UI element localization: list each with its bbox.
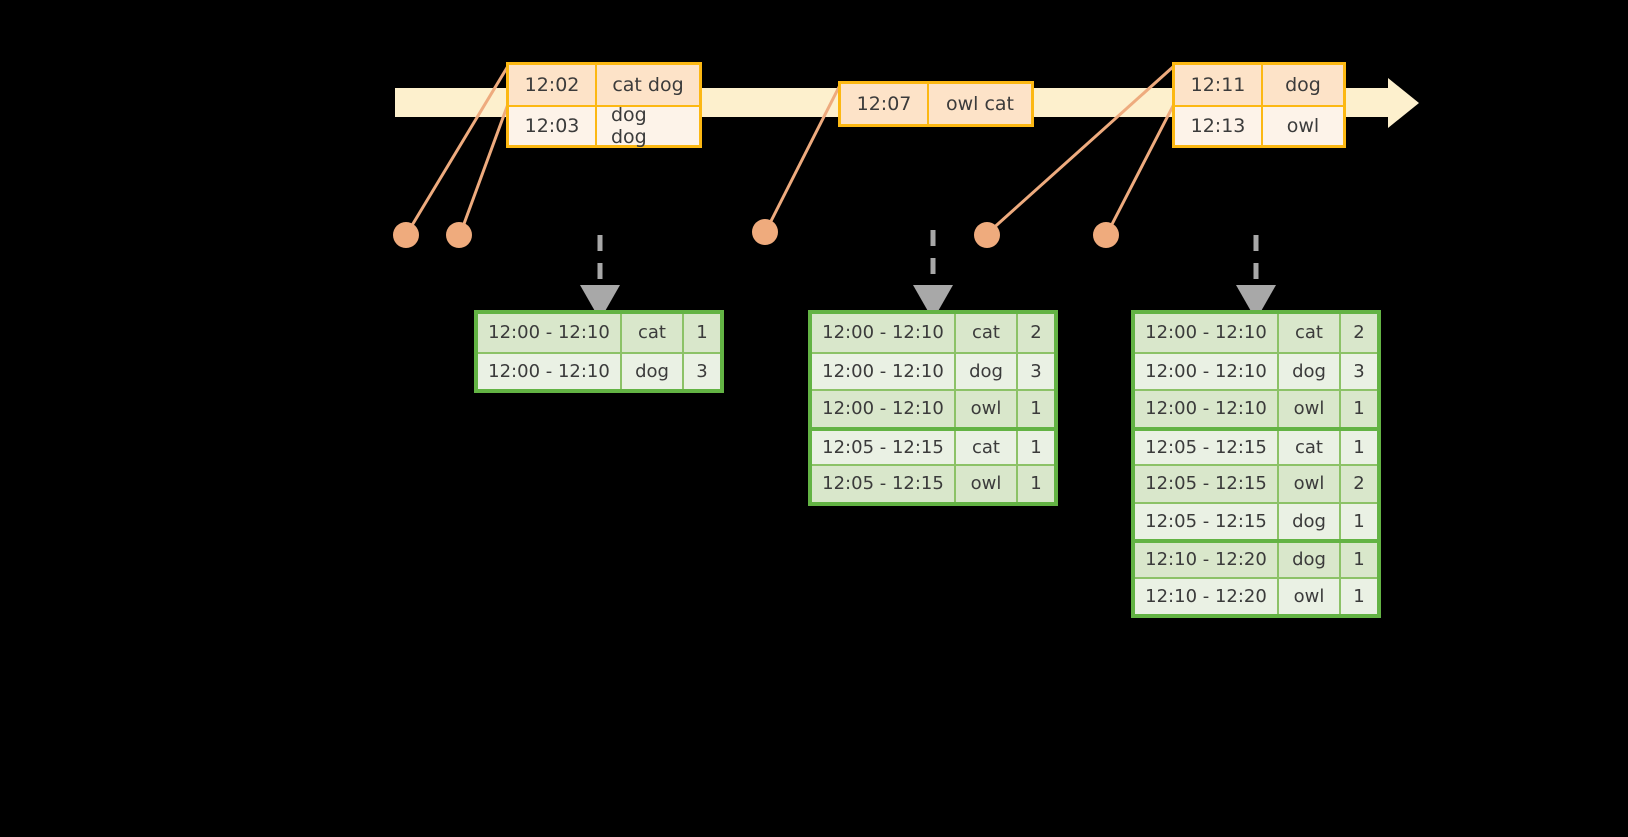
event-box-1[interactable]: 12:02 cat dog 12:03 dog dog: [506, 62, 702, 148]
event-box-2[interactable]: 12:07 owl cat: [838, 81, 1034, 127]
cell-count: 1: [1353, 436, 1365, 458]
event-row[interactable]: 12:07 owl cat: [841, 84, 1031, 124]
event-words: owl cat: [945, 93, 1015, 115]
cell-count: 3: [1030, 360, 1042, 382]
event-time: 12:11: [1175, 65, 1263, 105]
cell-count: 1: [1353, 398, 1365, 420]
cell-word: dog: [1279, 353, 1341, 389]
cell-word: dog: [1279, 543, 1341, 577]
cell-word: cat: [956, 430, 1018, 464]
event-words: dog dog: [611, 104, 647, 148]
cell-window-range: 12:05 - 12:15: [812, 466, 956, 502]
cell-count: 1: [1030, 398, 1042, 420]
cell-count: 1: [696, 322, 708, 344]
event-time: 12:13: [1175, 107, 1263, 145]
cell-window-range: 12:00 - 12:10: [812, 391, 956, 427]
cell-window-range: 12:10 - 12:20: [1135, 543, 1279, 577]
event-box-3[interactable]: 12:11 dog 12:13 owl: [1172, 62, 1346, 148]
cell-window-range: 12:05 - 12:15: [812, 430, 956, 464]
cell-window-range: 12:10 - 12:20: [1135, 578, 1279, 614]
event-row[interactable]: 12:02 cat dog: [509, 65, 699, 105]
event-words: cat dog: [612, 74, 684, 96]
cell-word: cat: [956, 314, 1018, 352]
cell-window-range: 12:05 - 12:15: [1135, 466, 1279, 502]
cell-word: dog: [1279, 503, 1341, 539]
cell-window-range: 12:00 - 12:10: [1135, 314, 1279, 352]
event-words: owl: [1286, 115, 1320, 137]
cell-count: 2: [1030, 322, 1042, 344]
cell-word: cat: [1279, 430, 1341, 464]
cell-word: cat: [1279, 314, 1341, 352]
event-row[interactable]: 12:11 dog: [1175, 65, 1343, 105]
cell-word: dog: [956, 353, 1018, 389]
cell-word: owl: [1279, 578, 1341, 614]
event-time: 12:02: [509, 65, 597, 105]
cell-word: owl: [956, 466, 1018, 502]
event-dot-4: [974, 222, 1000, 248]
event-time: 12:07: [841, 84, 929, 124]
cell-count: 1: [1353, 585, 1365, 607]
cell-count: 1: [1030, 473, 1042, 495]
cell-count: 3: [1353, 360, 1365, 382]
timeline-arrowhead-icon: [1388, 78, 1419, 128]
cell-window-range: 12:00 - 12:10: [812, 353, 956, 389]
cell-count: 2: [1353, 473, 1365, 495]
event-dot-5: [1093, 222, 1119, 248]
event-time: 12:03: [509, 107, 597, 145]
cell-word: dog: [622, 353, 684, 389]
cell-count: 1: [1353, 510, 1365, 532]
cell-count: 1: [1030, 436, 1042, 458]
event-dot-2: [446, 222, 472, 248]
cell-window-range: 12:00 - 12:10: [812, 314, 956, 352]
cell-count: 3: [696, 360, 708, 382]
cell-word: owl: [1279, 466, 1341, 502]
cell-window-range: 12:00 - 12:10: [478, 314, 622, 352]
cell-word: cat: [622, 314, 684, 352]
cell-count: 2: [1353, 322, 1365, 344]
event-row[interactable]: 12:13 owl: [1175, 105, 1343, 145]
cell-window-range: 12:05 - 12:15: [1135, 503, 1279, 539]
event-dot-1: [393, 222, 419, 248]
connector-line-2: [459, 103, 510, 233]
event-words: dog: [1285, 74, 1321, 96]
cell-window-range: 12:05 - 12:15: [1135, 430, 1279, 464]
event-dot-3: [752, 219, 778, 245]
cell-window-range: 12:00 - 12:10: [478, 353, 622, 389]
cell-window-range: 12:00 - 12:10: [1135, 391, 1279, 427]
cell-count: 1: [1353, 549, 1365, 571]
event-row[interactable]: 12:03 dog dog: [509, 104, 699, 148]
cell-word: owl: [1279, 391, 1341, 427]
connector-line-5: [1106, 103, 1176, 233]
cell-window-range: 12:00 - 12:10: [1135, 353, 1279, 389]
cell-word: owl: [956, 391, 1018, 427]
